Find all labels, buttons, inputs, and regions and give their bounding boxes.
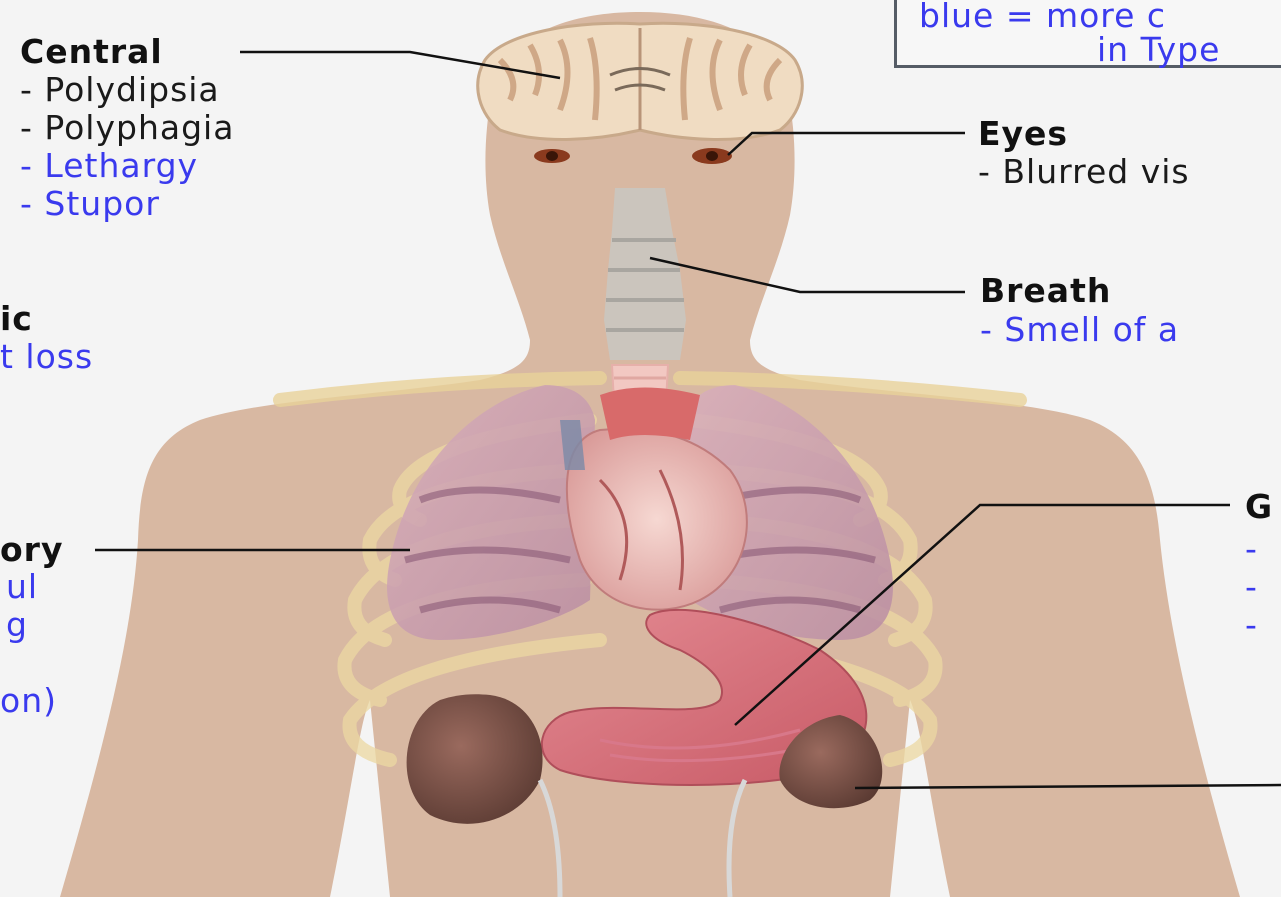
central-item-polydipsia: - Polydipsia <box>20 71 220 109</box>
gastric-title: G <box>1245 488 1273 526</box>
brain <box>478 23 802 139</box>
systemic-title: ic <box>0 300 33 338</box>
systemic-item-weight-loss: t loss <box>0 338 93 376</box>
gastric-item-2: - <box>1245 568 1258 606</box>
gastric-item-3: - <box>1245 606 1258 644</box>
legend-line-2: in Type <box>1097 31 1220 69</box>
respiratory-title: ory <box>0 531 63 569</box>
respiratory-item-2: g <box>6 606 28 644</box>
central-item-stupor: - Stupor <box>20 185 160 223</box>
respiratory-item-1: ul <box>6 568 38 606</box>
eyes-title: Eyes <box>978 115 1068 153</box>
breath-title: Breath <box>980 272 1111 310</box>
gastric-item-1: - <box>1245 530 1258 568</box>
respiratory-item-3: on) <box>0 682 57 720</box>
leader-kidney <box>855 785 1281 788</box>
eyes-item-blurred-vision: - Blurred vis <box>978 153 1190 191</box>
legend-box: blue = more c in Type <box>894 0 1281 68</box>
central-item-polyphagia: - Polyphagia <box>20 109 234 147</box>
central-item-lethargy: - Lethargy <box>20 147 198 185</box>
breath-item-smell: - Smell of a <box>980 311 1179 349</box>
central-title: Central <box>20 33 163 71</box>
